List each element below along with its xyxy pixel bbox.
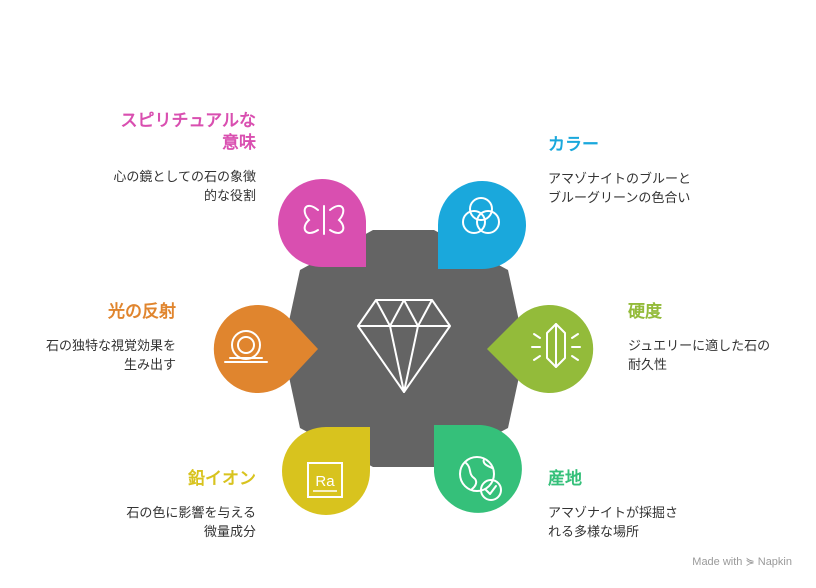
light-desc-line1: 石の独特な視覚効果を <box>45 339 176 354</box>
hardness-node <box>487 305 594 393</box>
venn-circles-icon <box>462 197 500 234</box>
hardness-desc: ジュエリーに適した石の 耐久性 <box>628 337 770 375</box>
element-ra-icon <box>307 462 343 498</box>
hardness-title: 硬度 <box>628 302 662 322</box>
diamond-icon <box>357 299 451 393</box>
light-desc-line2: 生み出す <box>123 358 176 373</box>
origin-desc: アマゾナイトが採掘さ れる多様な場所 <box>548 504 678 542</box>
hardness-label: 硬度 ジュエリーに適した石の 耐久性 <box>628 301 770 375</box>
spiritual-title-line2: 意味 <box>222 133 256 153</box>
lead-node <box>282 427 370 515</box>
origin-desc-line2: れる多様な場所 <box>548 525 640 540</box>
element-ra-icon-text: Ra <box>315 473 335 490</box>
hardness-desc-line1: ジュエリーに適した石の <box>628 339 771 354</box>
crystal-icon <box>531 323 581 368</box>
brand-watermark: Made with ⋟ Napkin <box>692 556 792 568</box>
color-desc: アマゾナイトのブルーと ブルーグリーンの色合い <box>548 170 691 208</box>
color-label: カラー アマゾナイトのブルーと ブルーグリーンの色合い <box>548 134 691 208</box>
light-node <box>213 305 318 393</box>
lead-title: 鉛イオン <box>188 469 256 489</box>
color-node <box>438 181 526 270</box>
lead-label: 鉛イオン 石の色に影響を与える 微量成分 <box>126 468 256 542</box>
origin-label: 産地 アマゾナイトが採掘さ れる多様な場所 <box>548 468 678 542</box>
lead-desc: 石の色に影響を与える 微量成分 <box>126 504 256 542</box>
center-hexagon <box>283 230 525 467</box>
light-title: 光の反射 <box>108 302 176 322</box>
spiritual-label: スピリチュアルな 意味 心の鏡としての石の象徴 的な役割 <box>113 110 256 206</box>
light-label: 光の反射 石の独特な視覚効果を 生み出す <box>46 301 176 375</box>
color-desc-line2: ブルーグリーンの色合い <box>548 191 691 206</box>
spiritual-node <box>278 179 366 268</box>
spiritual-title-line1: スピリチュアルな <box>120 111 257 131</box>
light-desc: 石の独特な視覚効果を 生み出す <box>46 337 176 375</box>
color-desc-line1: アマゾナイトのブルーと <box>548 172 692 187</box>
spiritual-desc: 心の鏡としての石の象徴 的な役割 <box>113 168 256 206</box>
lead-desc-line2: 微量成分 <box>203 525 256 540</box>
spiritual-desc-line1: 心の鏡としての石の象徴 <box>113 170 256 185</box>
origin-desc-line1: アマゾナイトが採掘さ <box>548 506 679 521</box>
lead-desc-line1: 石の色に影響を与える <box>126 506 256 521</box>
origin-title: 産地 <box>548 469 582 489</box>
color-title: カラー <box>548 135 599 155</box>
spiritual-title: スピリチュアルな 意味 <box>113 110 257 154</box>
origin-node <box>434 425 522 513</box>
butterfly-icon <box>303 204 345 235</box>
spiritual-desc-line2: 的な役割 <box>203 189 256 204</box>
ring-icon <box>224 330 268 363</box>
hardness-desc-line2: 耐久性 <box>628 358 668 373</box>
globe-check-icon <box>459 456 502 501</box>
